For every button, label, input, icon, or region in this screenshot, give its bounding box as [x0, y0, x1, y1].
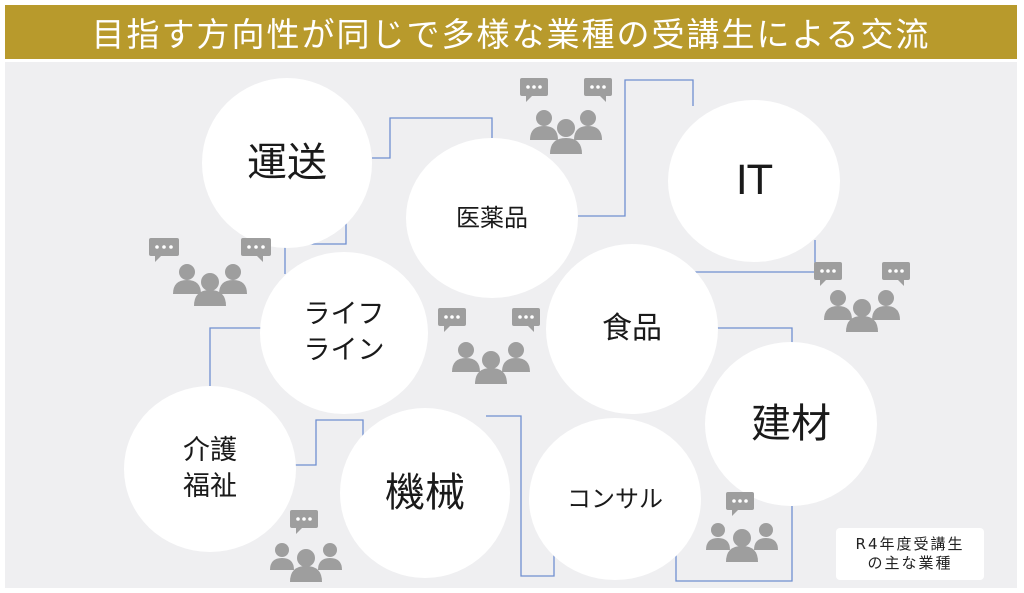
legend-line1: R4年度受講生 [855, 534, 965, 553]
connector-unso-lifeline [284, 212, 347, 274]
industry-lifeline: ライフ ライン [260, 252, 428, 414]
industry-kaigo: 介護 福祉 [124, 386, 296, 552]
industry-consul: コンサル [529, 418, 701, 580]
industry-unso: 運送 [202, 78, 372, 248]
title-banner: 目指す方向性が同じで多様な業種の受講生による交流 [5, 5, 1017, 59]
connector-shokuhin-kenzai [716, 327, 793, 346]
connector-lifeline-kaigo [209, 327, 262, 388]
industry-label-line2: ライン [303, 335, 385, 366]
industry-label: IT [735, 158, 773, 204]
connector-kenzai-consul [675, 506, 793, 582]
industry-shokuhin: 食品 [546, 244, 718, 414]
people-chat-icon [520, 78, 612, 154]
people-chat-icon [706, 492, 778, 562]
people-chat-icon [270, 510, 342, 582]
industry-kikai: 機械 [340, 408, 510, 578]
legend-box: R4年度受講生 の主な業種 [836, 528, 984, 580]
industry-label: 医薬品 [456, 203, 528, 232]
people-chat-icon [814, 262, 910, 332]
industry-label: 運送 [247, 140, 327, 186]
industry-label-line1: ライフ [303, 298, 385, 330]
people-chat-icon [149, 238, 271, 306]
industry-label-line1: 介護 [183, 434, 237, 466]
connector-unso-iyakuhin [372, 117, 493, 159]
connector-iyakuhin-it [578, 79, 694, 217]
people-chat-icon [438, 308, 540, 384]
industry-label-line2: 福祉 [183, 471, 237, 502]
industry-it: IT [668, 100, 840, 262]
industry-label: 機械 [385, 470, 465, 516]
industry-label: 食品 [602, 310, 662, 346]
connector-kaigo-kikai [295, 419, 364, 466]
industry-iyakuhin: 医薬品 [406, 138, 578, 298]
industry-label: コンサル [567, 484, 663, 513]
industry-label: 建材 [751, 401, 831, 447]
page-title: 目指す方向性が同じで多様な業種の受講生による交流 [91, 15, 931, 54]
industry-kenzai: 建材 [705, 342, 877, 506]
legend-line2: の主な業種 [867, 554, 953, 572]
connector-kikai-consul [486, 415, 555, 577]
